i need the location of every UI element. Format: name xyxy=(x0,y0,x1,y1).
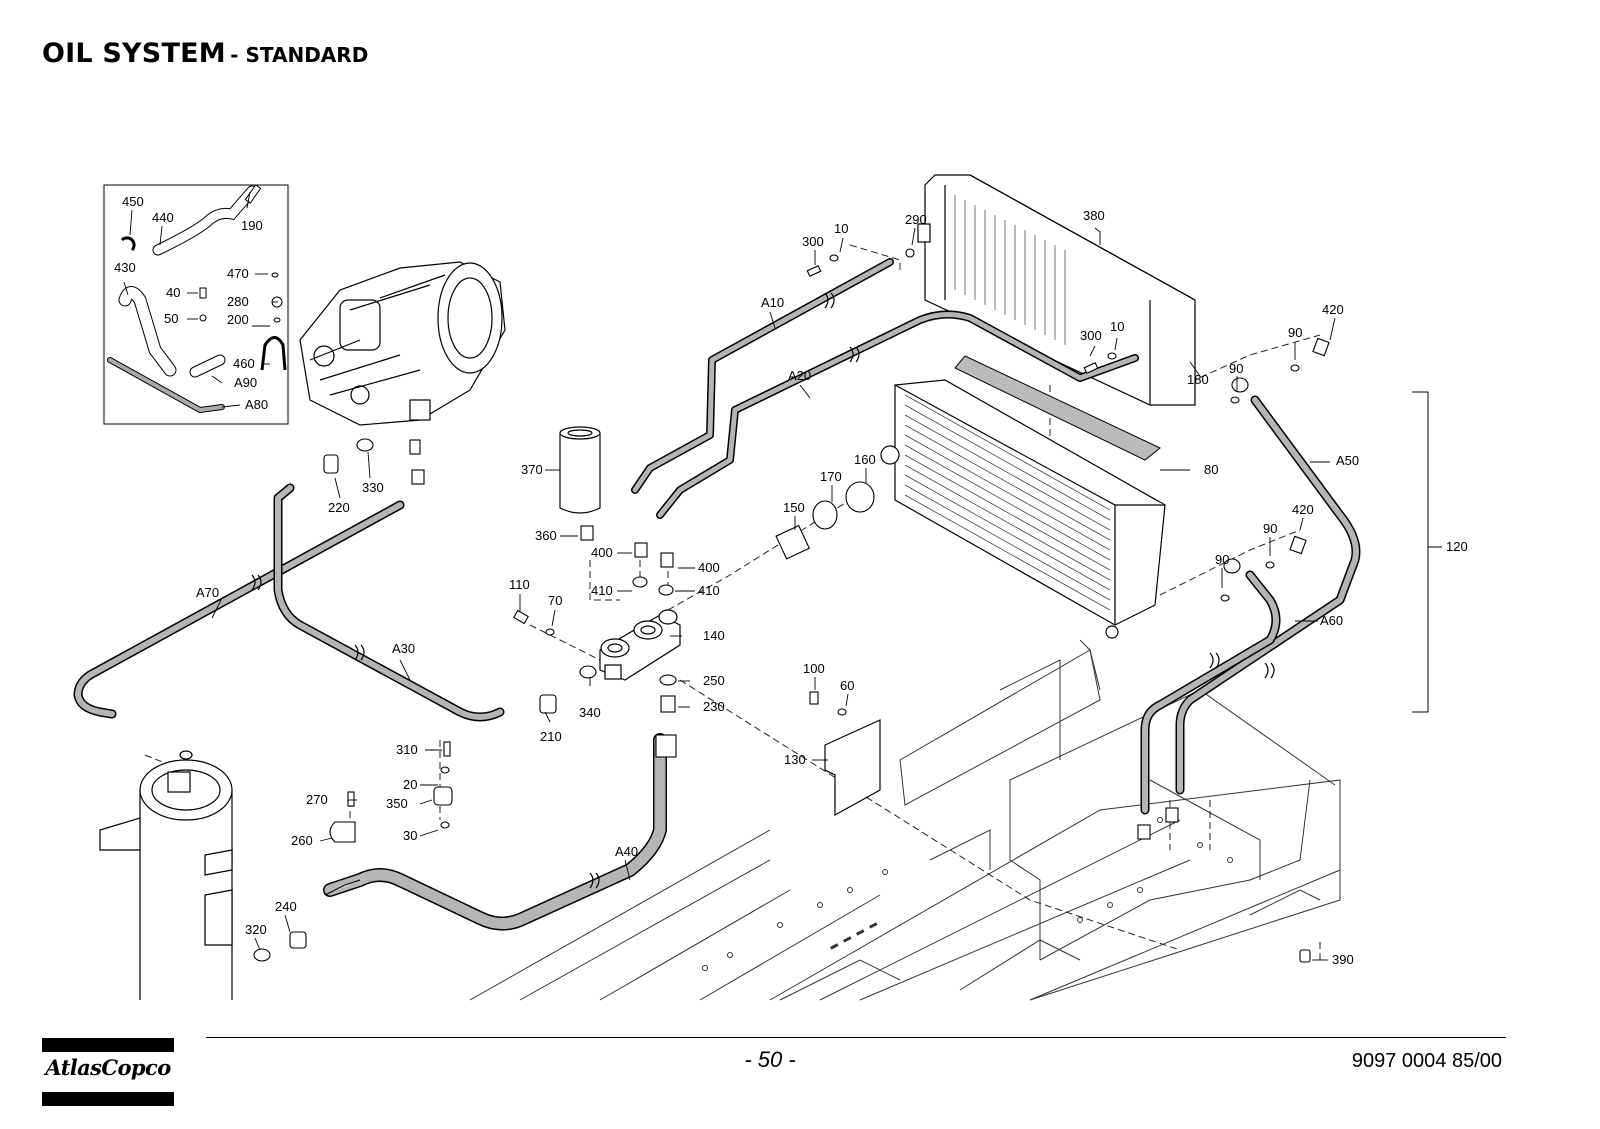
callout-labels: 450 440 190 430 470 40 280 50 200 460 A9… xyxy=(114,194,1468,967)
valve-block-140 xyxy=(599,609,681,681)
chassis-holes xyxy=(702,817,1233,971)
logo-bar-bottom xyxy=(42,1092,174,1106)
document-number: 9097 0004 85/00 xyxy=(1351,1050,1502,1072)
title-subtitle: - STANDARD xyxy=(230,43,369,67)
logo-wordmark: AtlasCopco xyxy=(45,1055,171,1080)
callout-170: 170 xyxy=(820,469,842,484)
page-number: - 50 - xyxy=(744,1047,796,1072)
callout-30: 30 xyxy=(403,828,417,843)
callout-90a: 90 xyxy=(1288,325,1302,340)
callout-380: 380 xyxy=(1083,208,1105,223)
callout-410b: 410 xyxy=(698,583,720,598)
title-main: OIL SYSTEM xyxy=(42,38,226,69)
callout-90d: 90 xyxy=(1215,552,1229,567)
fittings xyxy=(253,248,1330,963)
callout-300b: 300 xyxy=(1080,328,1102,343)
callout-310: 310 xyxy=(396,742,418,757)
callout-70: 70 xyxy=(548,593,562,608)
callout-a30: A30 xyxy=(392,641,415,656)
radiator xyxy=(880,379,1166,639)
callout-460: 460 xyxy=(233,356,255,371)
logo-bar-top xyxy=(42,1038,174,1052)
callout-360: 360 xyxy=(535,528,557,543)
callout-110: 110 xyxy=(509,577,530,592)
callout-330: 330 xyxy=(362,480,384,495)
bracket-130 xyxy=(824,719,881,817)
page-title: OIL SYSTEM - STANDARD xyxy=(42,38,368,69)
atlas-copco-logo: AtlasCopco xyxy=(42,1038,174,1106)
callout-370: 370 xyxy=(521,462,543,477)
callout-a20: A20 xyxy=(788,368,811,383)
callout-410a: 410 xyxy=(591,583,613,598)
callout-430: 430 xyxy=(114,260,136,275)
callout-40: 40 xyxy=(166,285,180,300)
callout-90b: 90 xyxy=(1229,361,1243,376)
callout-160: 160 xyxy=(854,452,876,467)
callout-a10: A10 xyxy=(761,295,784,310)
callout-440: 440 xyxy=(152,210,174,225)
foam-strip-80 xyxy=(954,355,1161,461)
callout-400a: 400 xyxy=(591,545,613,560)
callout-a80: A80 xyxy=(245,397,268,412)
oil-filter-370 xyxy=(559,426,601,514)
callout-190: 190 xyxy=(241,218,263,233)
callout-50: 50 xyxy=(164,311,178,326)
callout-130: 130 xyxy=(784,752,806,767)
callout-120: 120 xyxy=(1446,539,1468,554)
callout-90c: 90 xyxy=(1263,521,1277,536)
callout-270: 270 xyxy=(306,792,328,807)
callout-150: 150 xyxy=(783,500,805,515)
callout-a70: A70 xyxy=(196,585,219,600)
callout-470: 470 xyxy=(227,266,249,281)
callout-80: 80 xyxy=(1204,462,1218,477)
inset-detail xyxy=(103,184,289,425)
callout-a90: A90 xyxy=(234,375,257,390)
footer-rule xyxy=(206,1037,1506,1038)
oil-separator-tank xyxy=(99,750,233,1000)
callout-a40: A40 xyxy=(615,844,638,859)
callout-220: 220 xyxy=(328,500,350,515)
hoses xyxy=(73,258,1361,931)
hose-break-marks xyxy=(251,292,1275,889)
callout-350: 350 xyxy=(386,796,408,811)
callout-200: 200 xyxy=(227,312,249,327)
callout-420a: 420 xyxy=(1322,302,1344,317)
clamp-450 xyxy=(120,236,136,252)
callout-180: 180 xyxy=(1187,372,1209,387)
callout-390: 390 xyxy=(1332,952,1354,967)
callout-340: 340 xyxy=(579,705,601,720)
callout-450: 450 xyxy=(122,194,144,209)
callout-400b: 400 xyxy=(698,560,720,575)
callout-a60: A60 xyxy=(1320,613,1343,628)
callout-290: 290 xyxy=(905,212,927,227)
callout-420b: 420 xyxy=(1292,502,1314,517)
callout-10a: 10 xyxy=(834,221,848,236)
callout-140: 140 xyxy=(703,628,725,643)
compressor-element xyxy=(299,261,506,426)
callout-260: 260 xyxy=(291,833,313,848)
callout-10b: 10 xyxy=(1110,319,1124,334)
callout-100: 100 xyxy=(803,661,825,676)
callout-230: 230 xyxy=(703,699,725,714)
callout-250: 250 xyxy=(703,673,725,688)
brace-120 xyxy=(1412,391,1442,713)
callout-210: 210 xyxy=(540,729,562,744)
leader-lines xyxy=(123,191,1336,961)
callout-60: 60 xyxy=(840,678,854,693)
clamp-460 xyxy=(260,336,287,371)
chassis-slots xyxy=(829,922,878,950)
chassis-frame xyxy=(469,639,1341,1001)
callout-300a: 300 xyxy=(802,234,824,249)
callout-20: 20 xyxy=(403,777,417,792)
callout-320: 320 xyxy=(245,922,267,937)
callout-a50: A50 xyxy=(1336,453,1359,468)
callout-240: 240 xyxy=(275,899,297,914)
callout-280: 280 xyxy=(227,294,249,309)
